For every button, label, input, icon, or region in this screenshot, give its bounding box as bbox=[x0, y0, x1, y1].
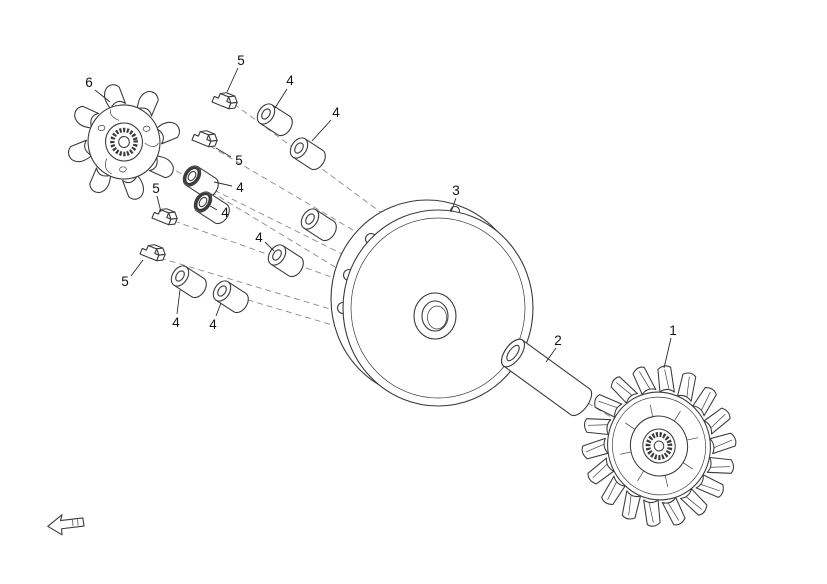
callout-leader bbox=[450, 197, 457, 213]
roller-part bbox=[167, 262, 211, 302]
callout-label-2: 2 bbox=[554, 333, 562, 348]
roller-part bbox=[264, 241, 308, 281]
callout-label-5: 5 bbox=[121, 274, 129, 289]
callout-label-4: 4 bbox=[332, 105, 340, 120]
callout-leader bbox=[130, 259, 144, 277]
callout-leader bbox=[545, 347, 557, 363]
callout-leader bbox=[311, 119, 332, 142]
callout-label-3: 3 bbox=[452, 183, 460, 198]
roller-part bbox=[209, 277, 253, 317]
callout-leader bbox=[176, 289, 181, 315]
forward-arrow-icon bbox=[47, 514, 85, 536]
slider-part bbox=[139, 240, 168, 264]
callout-leader bbox=[94, 89, 111, 103]
callout-leaders bbox=[94, 67, 672, 369]
callout-label-4: 4 bbox=[209, 317, 217, 332]
part-3-movable-drive-face bbox=[330, 199, 534, 407]
part-2-spacer-sleeve bbox=[501, 338, 593, 417]
alignment-axis-dashline bbox=[141, 149, 351, 277]
fan-face-ribs bbox=[619, 404, 699, 488]
roller-part bbox=[286, 134, 330, 174]
callout-label-4: 4 bbox=[236, 180, 244, 195]
callout-leader bbox=[215, 147, 232, 158]
slider-part bbox=[211, 88, 240, 112]
callout-label-4: 4 bbox=[286, 73, 294, 88]
callout-leader bbox=[156, 195, 162, 213]
callout-leader bbox=[264, 241, 275, 252]
alignment-axis-dashline bbox=[159, 257, 361, 319]
part-6-ramp-plate bbox=[66, 82, 182, 202]
callout-label-1: 1 bbox=[669, 323, 677, 338]
roller-part bbox=[253, 100, 297, 140]
callout-leader bbox=[209, 205, 218, 211]
callout-leader bbox=[215, 302, 222, 317]
callout-labels: 6 5 4 4 5 4 4 5 4 5 4 4 3 2 1 bbox=[85, 53, 677, 348]
callout-label-4: 4 bbox=[172, 315, 180, 330]
callout-label-5: 5 bbox=[152, 181, 160, 196]
roller-part bbox=[297, 205, 341, 245]
callout-label-5: 5 bbox=[235, 153, 243, 168]
callout-leader bbox=[226, 67, 239, 93]
callout-label-6: 6 bbox=[85, 75, 93, 90]
callout-label-5: 5 bbox=[237, 53, 245, 68]
part-1-fan-drive-face bbox=[581, 363, 737, 529]
slider-part bbox=[151, 204, 180, 228]
callout-label-4: 4 bbox=[221, 205, 229, 220]
callout-label-4: 4 bbox=[255, 230, 263, 245]
callout-leader bbox=[663, 337, 672, 369]
slider-part bbox=[191, 126, 220, 150]
callout-leader bbox=[274, 88, 288, 109]
callout-leader bbox=[213, 181, 233, 187]
